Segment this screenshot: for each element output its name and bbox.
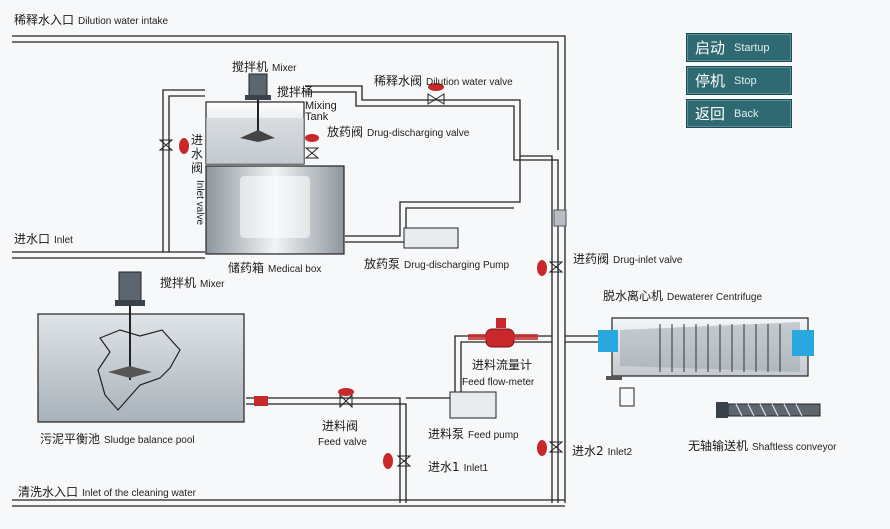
medical-box-en: Medical box bbox=[268, 264, 322, 275]
mixer-top-cn: 搅拌机 bbox=[232, 60, 269, 74]
mixer-top-en: Mixer bbox=[272, 63, 297, 74]
mixing-tank bbox=[205, 78, 305, 165]
sludge-pool-en: Sludge balance pool bbox=[104, 435, 195, 446]
inlet2-valve-icon bbox=[537, 440, 564, 456]
stop-button[interactable]: 停机 Stop bbox=[686, 66, 792, 95]
cleaning-intake-en: Inlet of the cleaning water bbox=[82, 488, 196, 499]
inlet-valve-cn-label: 进水阀 bbox=[190, 133, 203, 175]
inlet-cn: 进水口 bbox=[14, 232, 51, 246]
dilution-valve-icon bbox=[427, 83, 445, 105]
centrifuge-en: Dewaterer Centrifuge bbox=[667, 292, 763, 303]
mixer-motor-top-icon bbox=[245, 73, 271, 100]
mixer-pool-cn: 搅拌机 bbox=[160, 276, 197, 290]
feed-pump-icon bbox=[449, 391, 497, 419]
startup-button-cn: 启动 bbox=[695, 39, 726, 57]
inlet2-cn: 进水2 bbox=[572, 444, 604, 458]
dilution-intake-en: Dilution water intake bbox=[78, 16, 169, 27]
mixer-pool-en: Mixer bbox=[200, 279, 225, 290]
drug-discharge-valve-icon bbox=[304, 134, 320, 159]
feed-valve-en-label: Feed valve bbox=[318, 437, 367, 448]
dewaterer-centrifuge bbox=[598, 317, 814, 407]
dilution-intake-cn: 稀释水入口 bbox=[14, 13, 75, 27]
inlet-valve-en-label: Inlet valve bbox=[194, 180, 205, 226]
drug-inlet-valve-icon bbox=[537, 260, 564, 276]
inlet2-en: Inlet2 bbox=[607, 447, 633, 458]
dilution-valve-cn: 稀释水阀 bbox=[374, 74, 423, 88]
flow-meter-en-label: Feed flow-meter bbox=[462, 377, 535, 388]
sludge-pool bbox=[37, 304, 245, 423]
mixing-tank-cn-label: 搅拌桶 bbox=[277, 85, 314, 99]
feed-flowmeter-icon bbox=[468, 318, 538, 348]
medical-box-cn: 储药箱 bbox=[228, 261, 265, 275]
drug-inlet-valve-en: Drug-inlet valve bbox=[613, 255, 683, 266]
drug-discharge-valve-cn: 放药阀 bbox=[327, 125, 364, 139]
shaftless-conveyor bbox=[716, 402, 821, 418]
inlet1-valve-icon bbox=[383, 453, 412, 469]
inlet-valve-icon bbox=[158, 138, 189, 154]
feed-pump-cn: 进料泵 bbox=[428, 427, 465, 441]
flow-meter-cn-label: 进料流量计 bbox=[472, 358, 533, 372]
feed-pump-en: Feed pump bbox=[468, 430, 519, 441]
drug-discharge-valve-en: Drug-discharging valve bbox=[367, 128, 470, 139]
dilution-valve-en: Dilution water valve bbox=[426, 77, 513, 88]
drug-inlet-valve-cn: 进药阀 bbox=[573, 252, 610, 266]
startup-button[interactable]: 启动 Startup bbox=[686, 33, 792, 62]
feed-valve-icon bbox=[338, 388, 354, 409]
stop-button-en: Stop bbox=[734, 74, 757, 87]
back-button[interactable]: 返回 Back bbox=[686, 99, 792, 128]
back-button-cn: 返回 bbox=[695, 105, 726, 123]
inlet1-cn: 进水1 bbox=[428, 460, 460, 474]
medical-box bbox=[205, 165, 345, 255]
mixer-motor-pool-icon bbox=[115, 271, 145, 306]
discharge-pump-icon bbox=[403, 227, 459, 249]
mixing-tank-en-label: Mixing Tank bbox=[305, 100, 337, 123]
startup-button-en: Startup bbox=[734, 41, 770, 54]
cleaning-intake-cn: 清洗水入口 bbox=[18, 485, 79, 499]
drug-line-meter-icon bbox=[553, 209, 567, 227]
inlet-en: Inlet bbox=[54, 235, 73, 246]
pipe-network bbox=[12, 35, 598, 507]
centrifuge-cn: 脱水离心机 bbox=[603, 289, 664, 303]
feed-valve-cn-label: 进料阀 bbox=[322, 419, 359, 433]
inlet1-en: Inlet1 bbox=[463, 463, 489, 474]
stop-button-cn: 停机 bbox=[695, 72, 726, 90]
discharge-pump-cn: 放药泵 bbox=[364, 257, 401, 271]
sludge-outlet-valve-icon bbox=[254, 396, 268, 406]
conveyor-en: Shaftless conveyor bbox=[752, 442, 837, 453]
sludge-pool-cn: 污泥平衡池 bbox=[40, 432, 101, 446]
back-button-en: Back bbox=[734, 107, 759, 120]
discharge-pump-en: Drug-discharging Pump bbox=[404, 260, 510, 271]
conveyor-cn: 无轴输送机 bbox=[688, 439, 749, 453]
